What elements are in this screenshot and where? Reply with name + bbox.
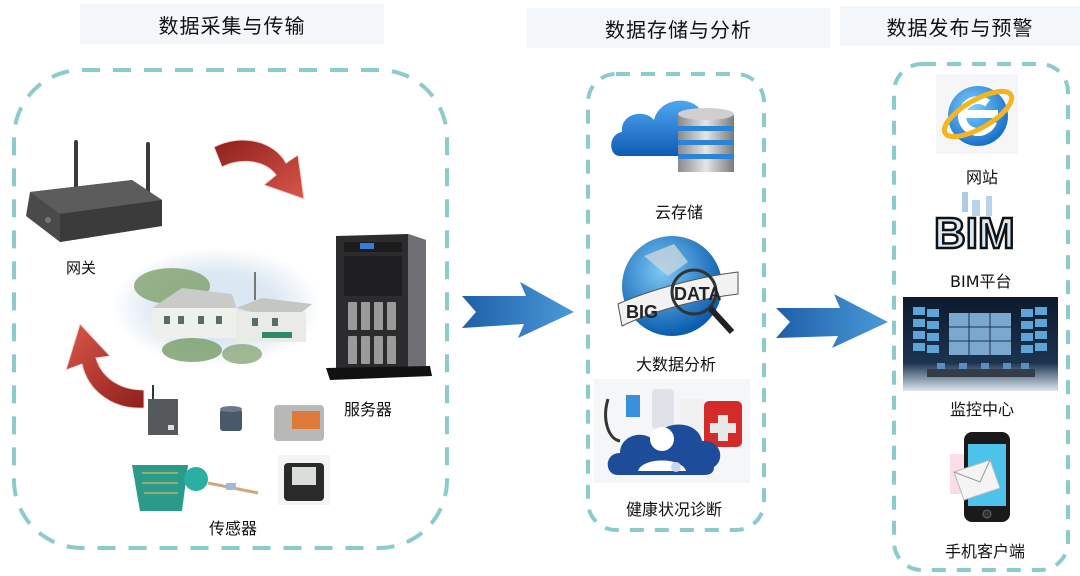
website-label: 网站 (966, 168, 999, 187)
section-title-text: 数据采集与传输 (158, 13, 306, 38)
smartphone-mail-icon (950, 430, 1024, 526)
router-icon (22, 130, 162, 245)
video-wall-icon (903, 297, 1058, 391)
server-tower-icon (326, 230, 432, 380)
building-icon (112, 246, 322, 368)
health-diagnosis-label: 健康状况诊断 (626, 500, 723, 519)
bim-logo-text: BIM (934, 209, 1015, 252)
section-title-text: 数据存储与分析 (605, 17, 752, 42)
gateway-label: 网关 (66, 259, 97, 277)
medical-cloud-icon (594, 379, 750, 483)
curved-arrow-up-icon (58, 322, 150, 412)
cloud-database-icon (610, 86, 742, 186)
section-title-storage: 数据存储与分析 (527, 8, 830, 48)
big-data-badge-data: DATA (674, 284, 721, 304)
mobile-client-label: 手机客户端 (945, 542, 1026, 561)
monitoring-center-label: 监控中心 (950, 400, 1015, 419)
browser-e-icon (936, 74, 1018, 154)
sensor-devices-icon (128, 385, 338, 515)
big-data-globe-icon: BIG DATA (614, 232, 744, 340)
flow-arrow-1-icon (458, 280, 576, 340)
cloud-storage-label: 云存储 (655, 203, 704, 222)
collection-group-box (12, 68, 449, 550)
bim-logo-icon: BIM (932, 192, 1036, 259)
server-label: 服务器 (344, 400, 393, 419)
storage-group-box (586, 72, 766, 532)
publish-group-box (892, 62, 1070, 572)
section-title-publish: 数据发布与预警 (840, 6, 1080, 46)
bim-platform-label: BIM平台 (950, 272, 1012, 291)
sensors-label: 传感器 (209, 519, 258, 538)
flow-arrow-2-icon (772, 292, 890, 350)
big-data-badge-big: BIG (626, 302, 658, 322)
big-data-label: 大数据分析 (636, 355, 717, 374)
curved-arrow-right-icon (212, 135, 312, 205)
section-title-collection: 数据采集与传输 (80, 4, 384, 44)
section-title-text: 数据发布与预警 (886, 15, 1034, 40)
